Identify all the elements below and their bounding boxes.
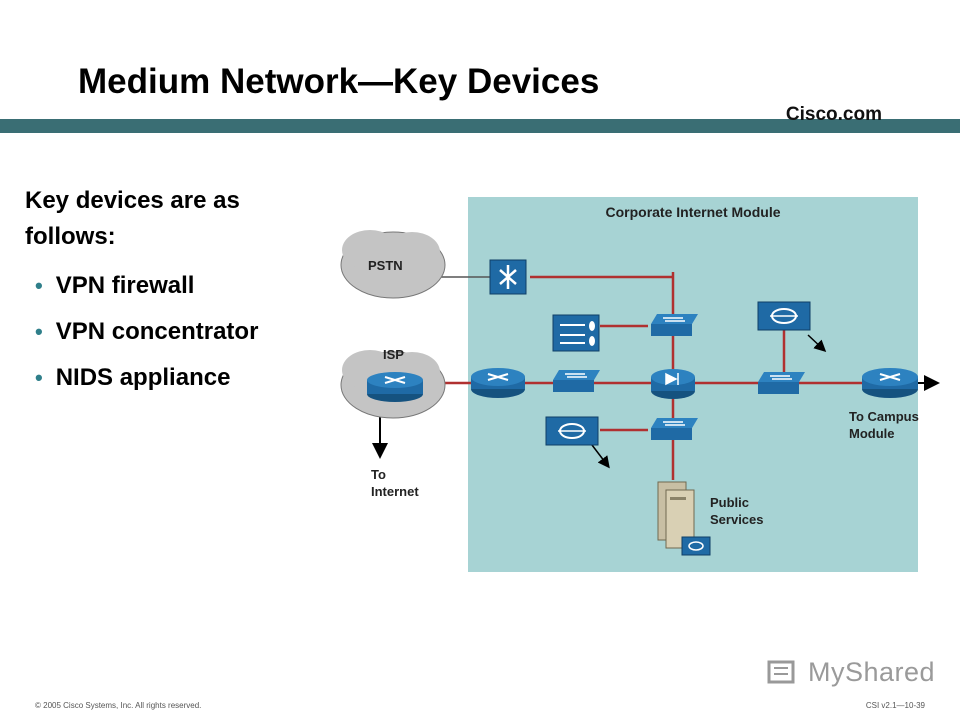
isp-label: ISP	[383, 347, 404, 362]
to-campus-line: To Campus	[849, 409, 919, 424]
to-campus-line: Module	[849, 426, 895, 441]
public-services-line: Public	[710, 495, 750, 510]
edge-router-icon	[471, 368, 525, 398]
nids-appliance-icon-right	[757, 301, 811, 331]
to-campus-label: To Campus Module	[849, 408, 919, 442]
bullet-text: NIDS appliance	[55, 364, 231, 391]
watermark-text: MyShared	[808, 657, 936, 687]
watermark-logo-icon	[767, 660, 795, 684]
public-services-label: Public Services	[710, 494, 764, 528]
pstn-cloud	[340, 230, 446, 299]
isp-router-icon	[367, 372, 423, 402]
bullet-text: VPN firewall	[55, 272, 195, 299]
ids-sensor-arrow	[807, 334, 827, 353]
bullet-text: VPN concentrator	[55, 318, 259, 345]
module-title: Corporate Internet Module	[605, 204, 781, 220]
cisco-brand: Cisco.com	[785, 104, 882, 125]
to-internet-line: Internet	[371, 484, 419, 499]
nids-sensor-arrow	[591, 444, 610, 469]
intro-text: Key devices are as follows:	[25, 187, 240, 250]
vpn-concentrator-icon	[552, 314, 600, 352]
switch-icon-top	[651, 314, 698, 336]
switch-icon-right	[758, 372, 805, 394]
course-code: CSI v2.1—10-39	[865, 701, 925, 710]
server-icon	[657, 481, 711, 556]
bullet-dot: •	[35, 365, 43, 390]
to-internet-label: To Internet	[371, 466, 419, 500]
bullet-item: • VPN firewall	[35, 268, 258, 314]
bullet-dot: •	[35, 319, 43, 344]
switch-icon-bottom	[651, 418, 698, 440]
public-services-line: Services	[710, 512, 764, 527]
bullet-list: • VPN firewall • VPN concentrator • NIDS ap…	[35, 268, 258, 406]
copyright-text: © 2005 Cisco Systems, Inc. All rights re…	[35, 701, 202, 710]
bullet-item: • NIDS appliance	[35, 360, 258, 406]
nids-appliance-icon-left	[545, 416, 599, 446]
pstn-label: PSTN	[368, 258, 403, 273]
slide-title: Medium Network—Key Devices	[78, 62, 600, 101]
to-internet-line: To	[371, 467, 386, 482]
campus-router-icon	[862, 368, 918, 398]
bullet-item: • VPN concentrator	[35, 314, 258, 360]
title-bar	[0, 119, 960, 133]
switch-icon-left	[553, 370, 600, 392]
access-server-icon	[489, 259, 527, 295]
vpn-firewall-icon	[651, 369, 695, 399]
bullet-dot: •	[35, 273, 43, 298]
